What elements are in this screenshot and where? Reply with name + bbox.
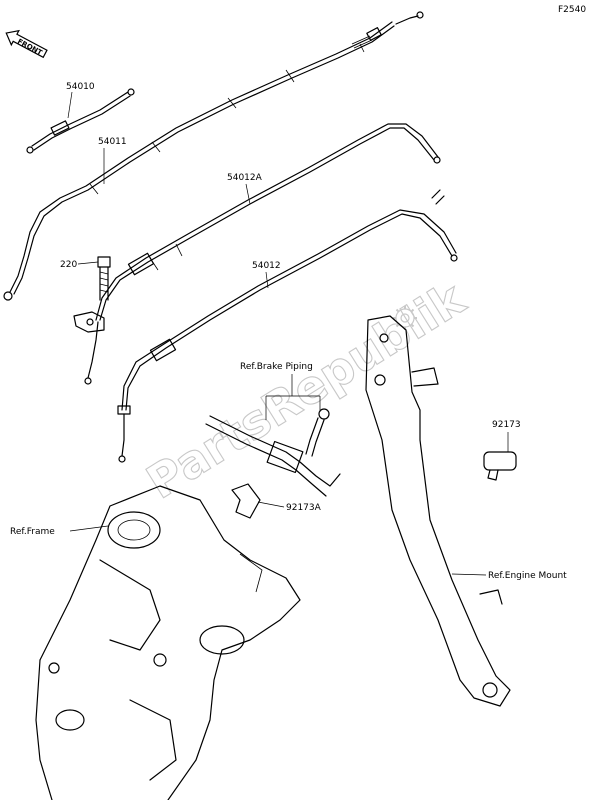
label-54012: 54012 xyxy=(252,261,281,271)
label-54011: 54011 xyxy=(98,137,127,147)
gear-logo-icon xyxy=(393,306,417,330)
diagram-code: F2540 xyxy=(558,5,586,15)
cable-54012[interactable] xyxy=(117,189,458,463)
label-220: 220 xyxy=(60,260,77,270)
cable-bracket[interactable] xyxy=(73,311,105,333)
brake-piping[interactable] xyxy=(205,408,341,497)
clamp-92173[interactable] xyxy=(483,451,517,481)
leader-54012 xyxy=(265,271,269,289)
leader-ref-engine xyxy=(451,573,487,576)
label-54010: 54010 xyxy=(66,82,95,92)
leader-54012a xyxy=(245,183,251,205)
leader-92173a xyxy=(257,501,285,508)
clamp-92173a[interactable] xyxy=(231,483,261,519)
leader-54010 xyxy=(67,91,73,119)
engine-mount[interactable] xyxy=(365,315,511,707)
bolt-220[interactable] xyxy=(97,256,111,301)
cable-54010[interactable] xyxy=(26,88,135,154)
label-92173: 92173 xyxy=(492,420,521,430)
label-54012a: 54012A xyxy=(227,173,263,183)
label-ref-engine-mount: Ref.Engine Mount xyxy=(488,571,567,581)
cable-54011[interactable] xyxy=(3,11,424,301)
leader-ref-brake xyxy=(265,374,321,420)
leader-220 xyxy=(77,261,99,265)
label-ref-frame: Ref.Frame xyxy=(10,527,55,537)
label-92173a: 92173A xyxy=(286,503,322,513)
label-ref-brake-piping: Ref.Brake Piping xyxy=(240,362,313,372)
frame[interactable] xyxy=(35,485,301,800)
front-direction-arrow-icon: FRONT xyxy=(5,29,48,59)
leader-ref-frame xyxy=(69,525,109,532)
